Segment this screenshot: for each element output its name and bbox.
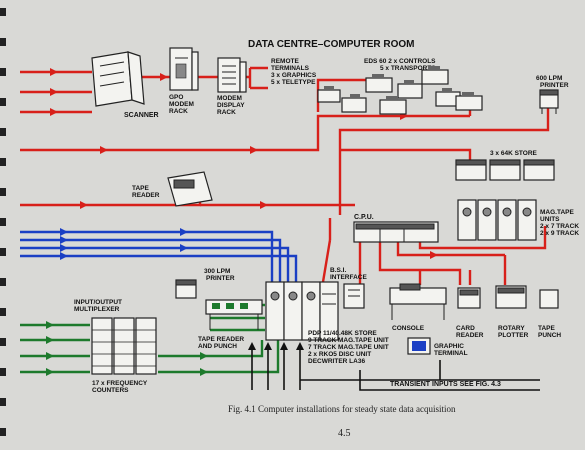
tape-reader-device xyxy=(167,171,213,207)
svg-text:PRINTER: PRINTER xyxy=(540,82,569,89)
scanner-label: SCANNER xyxy=(124,112,159,119)
svg-text:READER: READER xyxy=(456,332,484,339)
svg-text:B.S.I.: B.S.I. xyxy=(330,267,346,274)
modem-display-label: MODEM DISPLAY RACK xyxy=(217,95,245,116)
svg-text:CARD: CARD xyxy=(456,325,475,332)
console-device xyxy=(389,283,447,320)
svg-text:MAG.TAPE: MAG.TAPE xyxy=(540,209,574,216)
svg-text:RACK: RACK xyxy=(169,108,188,115)
svg-text:17 x FREQUENCY: 17 x FREQUENCY xyxy=(92,380,148,387)
svg-text:MULTIPLEXER: MULTIPLEXER xyxy=(74,306,120,313)
binder-holes xyxy=(0,8,6,436)
rotary-plotter-label: ROTARY PLOTTER xyxy=(498,325,529,339)
transient-inputs-label: TRANSIENT INPUTS SEE FIG. 4.3 xyxy=(390,381,501,388)
svg-text:GRAPHIC: GRAPHIC xyxy=(434,343,464,350)
graphic-terminal-device xyxy=(407,337,431,355)
svg-text:RACK: RACK xyxy=(217,109,236,116)
svg-text:AND PUNCH: AND PUNCH xyxy=(198,343,237,350)
svg-text:INPUT/OUTPUT: INPUT/OUTPUT xyxy=(74,299,122,306)
svg-text:DISPLAY: DISPLAY xyxy=(217,102,245,109)
freq-counters-label: 17 x FREQUENCY COUNTERS xyxy=(92,380,148,394)
svg-text:ROTARY: ROTARY xyxy=(498,325,525,332)
svg-text:PUNCH: PUNCH xyxy=(538,332,561,339)
svg-text:5 x TELETYPE: 5 x TELETYPE xyxy=(271,79,316,86)
svg-text:3 x GRAPHICS: 3 x GRAPHICS xyxy=(271,72,317,79)
modem-display-rack xyxy=(217,57,247,93)
graphic-terminal-label: GRAPHIC TERMINAL xyxy=(434,343,468,357)
svg-text:2 x RKO5 DISC UNIT: 2 x RKO5 DISC UNIT xyxy=(308,351,371,358)
svg-text:TAPE READER: TAPE READER xyxy=(198,336,244,343)
svg-text:TAPE: TAPE xyxy=(132,185,150,192)
page-number: 4.5 xyxy=(338,428,351,439)
svg-text:UNITS: UNITS xyxy=(540,216,560,223)
svg-text:TAPE: TAPE xyxy=(538,325,556,332)
console-label: CONSOLE xyxy=(392,325,425,332)
magtape-label: MAG.TAPE UNITS 2 x 7 TRACK 2 x 9 TRACK xyxy=(540,209,579,237)
bsi-label: B.S.I. INTERFACE xyxy=(330,267,368,281)
svg-text:READER: READER xyxy=(132,192,160,199)
svg-text:600 LPM: 600 LPM xyxy=(536,75,562,82)
tape-reader-punch-label: TAPE READER AND PUNCH xyxy=(198,336,244,350)
gpo-modem-label: GPO MODEM RACK xyxy=(169,94,194,115)
tape-reader-label: TAPE READER xyxy=(132,185,160,199)
svg-text:MODEM: MODEM xyxy=(217,95,242,102)
io-mux-label: INPUT/OUTPUT MULTIPLEXER xyxy=(74,299,122,313)
card-reader-device xyxy=(457,287,481,309)
svg-text:7 TRACK MAG.TAPE UNIT: 7 TRACK MAG.TAPE UNIT xyxy=(308,344,389,351)
tape-reader-punch-device xyxy=(205,299,263,330)
svg-text:PRINTER: PRINTER xyxy=(206,275,235,282)
eds60-label: EDS 60 2 x CONTROLS 5 x TRANSPORTS xyxy=(364,58,436,72)
magtape-units xyxy=(457,199,537,241)
pdp-label: PDP 11/40.48K STORE 9 TRACK MAG.TAPE UNI… xyxy=(308,330,389,365)
store64k-units xyxy=(455,159,555,181)
lpm600-printer xyxy=(539,89,559,114)
svg-text:EDS 60 2 x CONTROLS: EDS 60 2 x CONTROLS xyxy=(364,58,436,65)
svg-text:2 x 9 TRACK: 2 x 9 TRACK xyxy=(540,230,579,237)
remote-terminals-label: REMOTE TERMINALS 3 x GRAPHICS 5 x TELETY… xyxy=(271,58,317,86)
tape-punch-device xyxy=(539,289,559,309)
svg-text:REMOTE: REMOTE xyxy=(271,58,299,65)
svg-text:5 x TRANSPORTS: 5 x TRANSPORTS xyxy=(380,65,436,72)
svg-text:PLOTTER: PLOTTER xyxy=(498,332,529,339)
svg-text:300 LPM: 300 LPM xyxy=(204,268,230,275)
svg-text:GPO: GPO xyxy=(169,94,183,101)
cpu-label: C.P.U. xyxy=(354,214,374,221)
lpm300-printer xyxy=(175,279,197,299)
io-multiplexer xyxy=(91,317,157,375)
svg-text:COUNTERS: COUNTERS xyxy=(92,387,129,394)
eds60-units xyxy=(317,66,483,115)
black-connections xyxy=(251,345,540,391)
diagram-title: DATA CENTRE–COMPUTER ROOM xyxy=(248,39,414,50)
blue-arrows xyxy=(60,228,188,260)
card-reader-label: CARD READER xyxy=(456,325,484,339)
svg-text:TERMINALS: TERMINALS xyxy=(271,65,310,72)
figure-caption: Fig. 4.1 Computer installations for stea… xyxy=(228,404,456,414)
green-connections xyxy=(20,303,280,374)
scanner-equipment xyxy=(91,51,145,107)
svg-text:TERMINAL: TERMINAL xyxy=(434,350,468,357)
cpu-unit xyxy=(353,221,439,243)
lpm600-label: 600 LPM PRINTER xyxy=(536,75,569,89)
blue-connections xyxy=(20,230,298,282)
tape-punch-label: TAPE PUNCH xyxy=(538,325,561,339)
svg-text:MODEM: MODEM xyxy=(169,101,194,108)
svg-text:INTERFACE: INTERFACE xyxy=(330,274,368,281)
svg-text:DECWRITER LA36: DECWRITER LA36 xyxy=(308,358,365,365)
svg-text:9 TRACK MAG.TAPE UNIT: 9 TRACK MAG.TAPE UNIT xyxy=(308,337,389,344)
svg-text:2 x 7 TRACK: 2 x 7 TRACK xyxy=(540,223,579,230)
lpm300-label: 300 LPM PRINTER xyxy=(204,268,235,282)
green-arrows xyxy=(46,321,208,376)
store64k-label: 3 x 64K STORE xyxy=(490,150,538,157)
bsi-interface xyxy=(343,283,365,309)
gpo-modem-rack xyxy=(169,47,199,91)
black-arrows xyxy=(248,342,304,350)
pdp-rack xyxy=(265,281,339,341)
rotary-plotter-device xyxy=(495,285,527,309)
svg-text:PDP 11/40.48K STORE: PDP 11/40.48K STORE xyxy=(308,330,377,337)
